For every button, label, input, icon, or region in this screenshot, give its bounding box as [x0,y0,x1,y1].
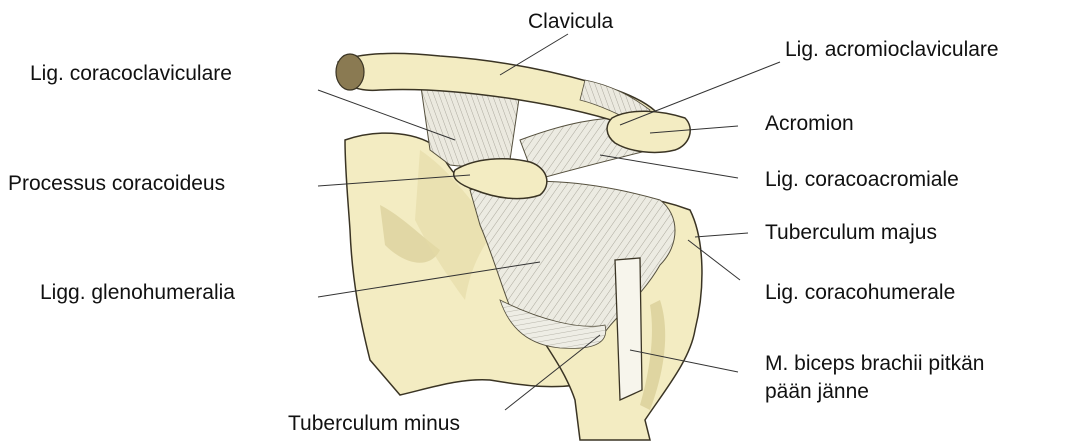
label-lig-coracoacromiale: Lig. coracoacromiale [765,168,959,192]
label-lig-coracohumerale: Lig. coracohumerale [765,281,955,305]
label-acromion: Acromion [765,112,854,136]
acromion [607,111,690,152]
label-tuberculum-majus: Tuberculum majus [765,221,937,245]
label-clavicula: Clavicula [528,10,613,34]
label-processus-coracoideus: Processus coracoideus [8,172,225,196]
leader-coracoacromiale [600,155,738,178]
label-lig-coracoclaviculare: Lig. coracoclaviculare [30,62,232,86]
label-lig-acromioclaviculare: Lig. acromioclaviculare [785,38,999,62]
leader-majus [695,233,748,237]
label-biceps-line1: M. biceps brachii pitkän [765,352,984,376]
clavicle-end [336,54,364,90]
label-tuberculum-minus: Tuberculum minus [288,412,460,436]
label-ligg-glenohumeralia: Ligg. glenohumeralia [40,281,235,305]
biceps-tendon [615,258,642,400]
leader-acromioclaviculare [620,62,780,125]
label-biceps-line2: pään jänne [765,380,869,404]
